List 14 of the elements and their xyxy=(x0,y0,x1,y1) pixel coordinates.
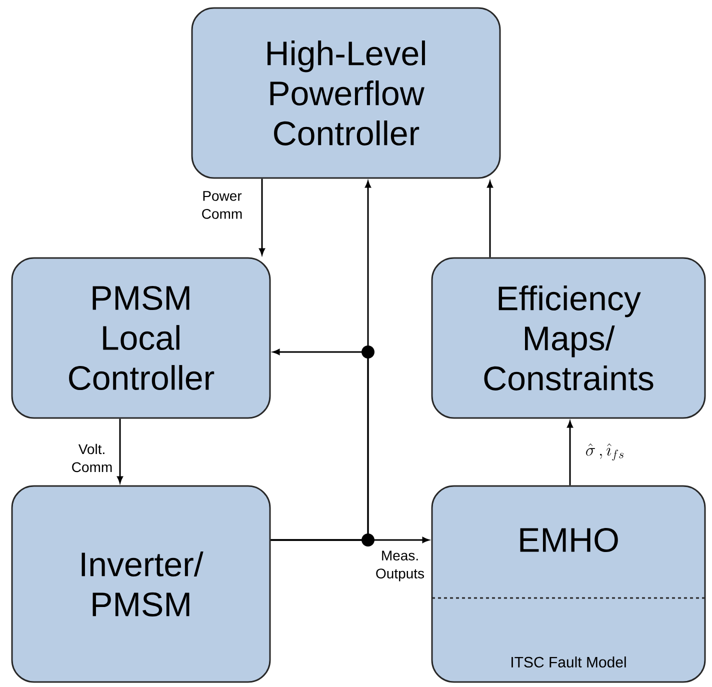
process-box: High-Level Powerflow Controller xyxy=(191,7,501,179)
edge-label: Power Comm xyxy=(202,191,242,219)
edge-label: Meas. Outputs xyxy=(376,550,424,582)
box-caption: ITSC Fault Model xyxy=(512,656,626,668)
process-box: Inverter/ PMSM xyxy=(11,485,271,683)
process-box: PMSM Local Controller xyxy=(11,257,271,419)
process-box: Efficiency Maps/ Constraints xyxy=(431,257,706,419)
arrow xyxy=(117,418,123,483)
arrow xyxy=(259,178,265,255)
arrow xyxy=(270,349,369,541)
edge-label: Volt. Comm xyxy=(72,444,112,472)
edge-label: $\hat{\sigma}\,,\hat{\imath}_{fs}$ xyxy=(586,444,624,461)
arrow xyxy=(567,420,573,486)
arrow xyxy=(487,180,493,258)
